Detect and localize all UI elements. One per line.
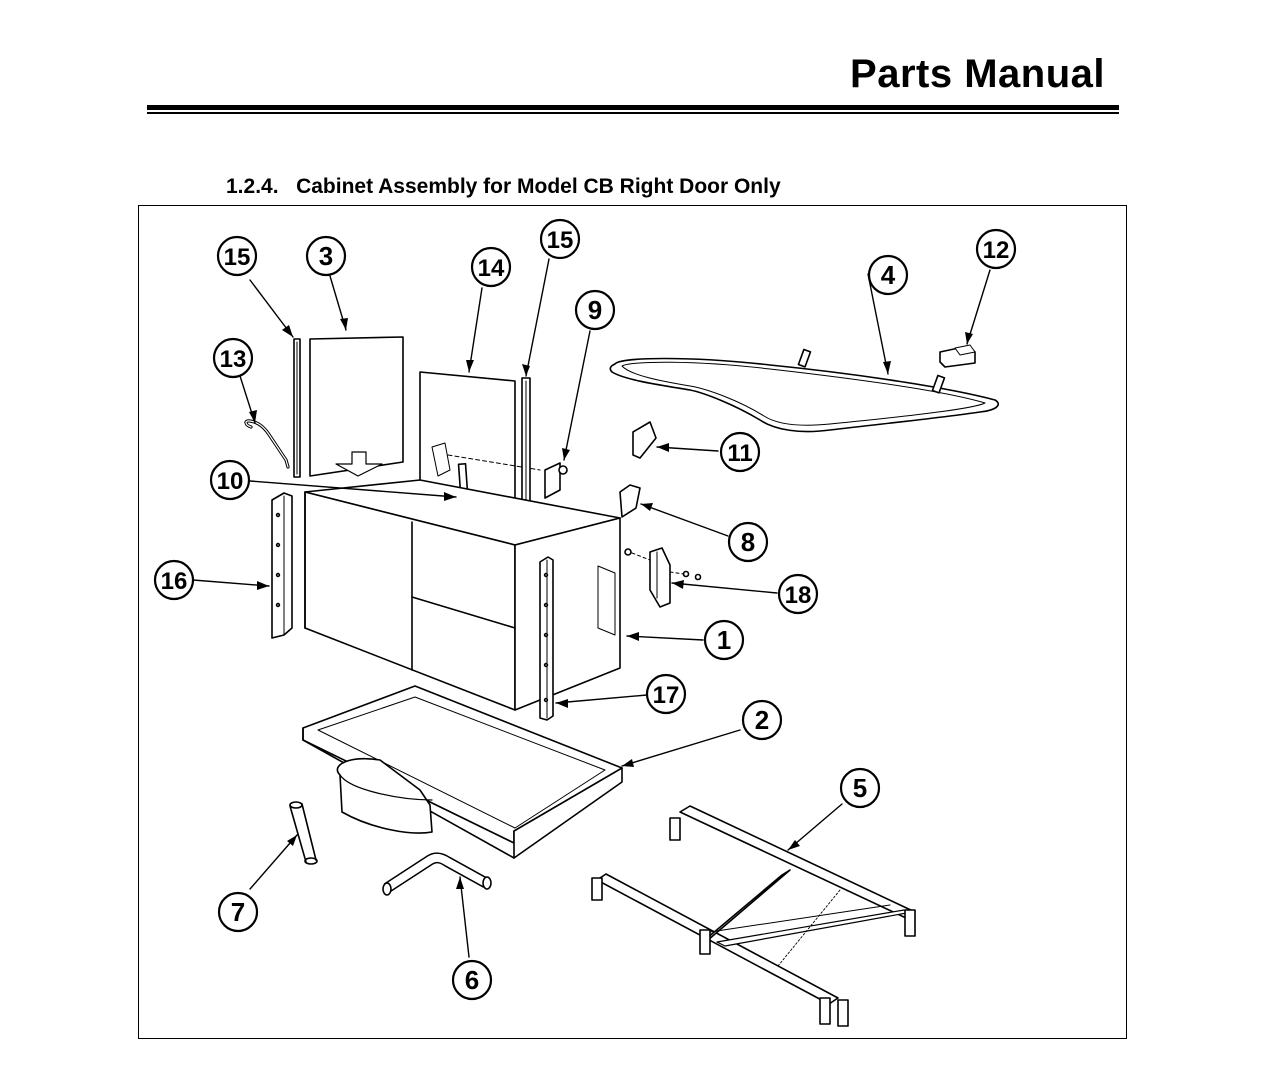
- callout-label: 16: [161, 568, 188, 595]
- callout-circle: [451, 959, 493, 1001]
- part-9-bracket: [544, 462, 568, 499]
- part-18-hinge: [597, 547, 702, 636]
- callout-circle: [470, 246, 512, 288]
- callout-13: 13: [212, 337, 254, 379]
- part-13-rod: [244, 419, 290, 469]
- callout-circle: [777, 573, 819, 615]
- part-2-drain-pan: [302, 685, 623, 859]
- callout-label: 1: [717, 625, 731, 655]
- callout-label: 15: [547, 227, 574, 254]
- callout-14: 14: [470, 246, 512, 288]
- section-heading: 1.2.4. Cabinet Assembly for Model CB Rig…: [226, 175, 781, 199]
- callout-circle: [209, 459, 251, 501]
- callout-8: 8: [727, 521, 769, 563]
- callout-4: 4: [867, 254, 909, 296]
- page-title: Parts Manual: [850, 52, 1105, 96]
- callout-10: 10: [209, 459, 251, 501]
- leader-arrowheads: [249, 318, 973, 889]
- section-number: 1.2.4.: [226, 175, 279, 198]
- callout-label: 11: [727, 440, 752, 467]
- part-16-rail: [271, 492, 293, 639]
- part-7-pipe: [289, 801, 318, 865]
- callout-circle: [839, 767, 881, 809]
- callout-2: 2: [741, 699, 783, 741]
- callout-circle: [645, 673, 687, 715]
- callout-circle: [867, 254, 909, 296]
- callout-9: 9: [574, 289, 616, 331]
- callout-label: 14: [478, 255, 505, 282]
- callout-17: 17: [645, 673, 687, 715]
- callout-circle: [741, 699, 783, 741]
- callout-15: 15: [216, 235, 258, 277]
- callout-1: 1: [703, 619, 745, 661]
- callout-circle: [539, 218, 581, 260]
- section-title: Cabinet Assembly for Model CB Right Door…: [296, 175, 781, 198]
- callout-label: 9: [588, 295, 602, 325]
- callout-circle: [703, 619, 745, 661]
- callout-circle: [212, 337, 254, 379]
- callout-label: 7: [231, 897, 245, 927]
- callout-label: 6: [465, 965, 479, 995]
- part-11-bracket: [632, 421, 657, 459]
- callout-18: 18: [777, 573, 819, 615]
- callout-label: 12: [983, 237, 1010, 264]
- callout-circle: [719, 431, 761, 473]
- part-15-left-strip: [293, 338, 301, 478]
- part-5-base-frame: [591, 805, 916, 1027]
- callout-label: 2: [755, 705, 769, 735]
- part-1-cabinet: [304, 479, 621, 711]
- leader-lines: [192, 258, 991, 958]
- callout-circle: [216, 235, 258, 277]
- callout-16: 16: [153, 559, 195, 601]
- callout-circle: [153, 559, 195, 601]
- header-rule-thin: [147, 112, 1119, 114]
- callout-label: 5: [853, 773, 867, 803]
- part-6-elbow: [382, 852, 492, 896]
- callout-5: 5: [839, 767, 881, 809]
- callout-12: 12: [975, 228, 1017, 270]
- callout-circle: [305, 235, 347, 277]
- callout-3: 3: [305, 235, 347, 277]
- callout-label: 13: [220, 346, 247, 373]
- callout-label: 8: [741, 527, 755, 557]
- callout-circle: [975, 228, 1017, 270]
- part-17-rail: [539, 556, 554, 721]
- callout-label: 4: [881, 260, 896, 290]
- diagram-frame: [138, 205, 1127, 1039]
- part-12-latch: [939, 344, 976, 368]
- callout-label: 17: [653, 682, 680, 709]
- part-3-left-panel: [309, 336, 404, 477]
- callout-circle: [727, 521, 769, 563]
- header-rule: [147, 105, 1119, 110]
- callout-7: 7: [217, 891, 259, 933]
- callout-11: 11: [719, 431, 761, 473]
- callout-circle: [574, 289, 616, 331]
- callout-circle: [217, 891, 259, 933]
- callout-15: 15: [539, 218, 581, 260]
- callout-label: 15: [224, 244, 251, 271]
- part-8-bracket: [619, 484, 641, 518]
- callout-label: 18: [785, 582, 812, 609]
- part-4-gasket: [609, 348, 999, 433]
- callout-label: 10: [217, 468, 244, 495]
- callout-label: 3: [319, 241, 333, 271]
- callout-bubbles: 15 3 14 15 12 4 9 13 11 10 8 16 18 1 17 2 5 7 6: [153, 218, 1017, 1001]
- callout-6: 6: [451, 959, 493, 1001]
